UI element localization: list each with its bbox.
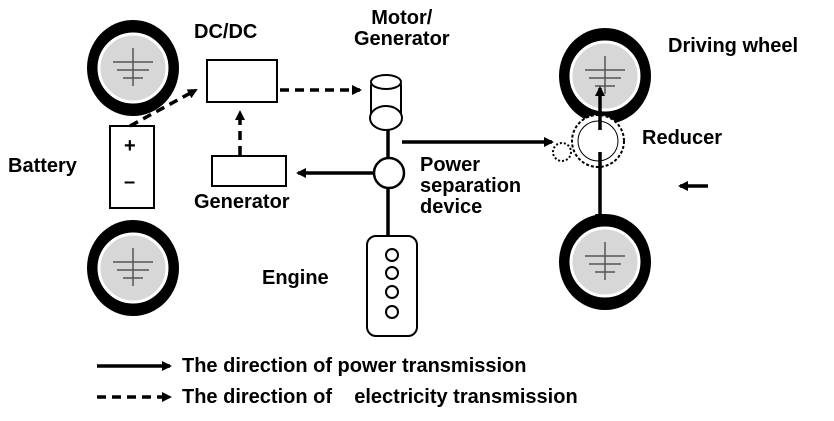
- driving-wheel-label: Driving wheel: [668, 35, 799, 57]
- motor-generator-label: Motor/ Generator: [354, 7, 450, 50]
- power-lines: [296, 86, 708, 236]
- wheel-icon: [85, 218, 181, 318]
- battery-minus: –: [124, 171, 136, 193]
- wheel-icon: [85, 18, 181, 118]
- reducer-label: Reducer: [642, 127, 723, 149]
- reducer-gear-icon: [552, 114, 625, 168]
- battery-label: Battery: [8, 155, 77, 177]
- legend-power-text: The direction of power transmission: [182, 355, 527, 377]
- electricity-lines: [129, 85, 362, 155]
- dcdc-label: DC/DC: [194, 21, 258, 43]
- battery-plus: +: [124, 135, 136, 157]
- engine-label: Engine: [262, 267, 329, 289]
- dcdc-box: [206, 59, 278, 103]
- engine-icon: [366, 235, 418, 337]
- motor-generator-icon: [369, 74, 403, 131]
- battery-icon: [109, 125, 155, 209]
- legend-electricity-text: The direction of electricity transmissio…: [182, 386, 578, 408]
- wheel-icon: [557, 212, 653, 312]
- power-separation-device-label: Power separation device: [420, 154, 522, 218]
- generator-box: [211, 155, 287, 187]
- wheel-icon: [557, 26, 653, 126]
- power-separation-device-icon: [372, 156, 406, 190]
- generator-label: Generator: [194, 191, 290, 213]
